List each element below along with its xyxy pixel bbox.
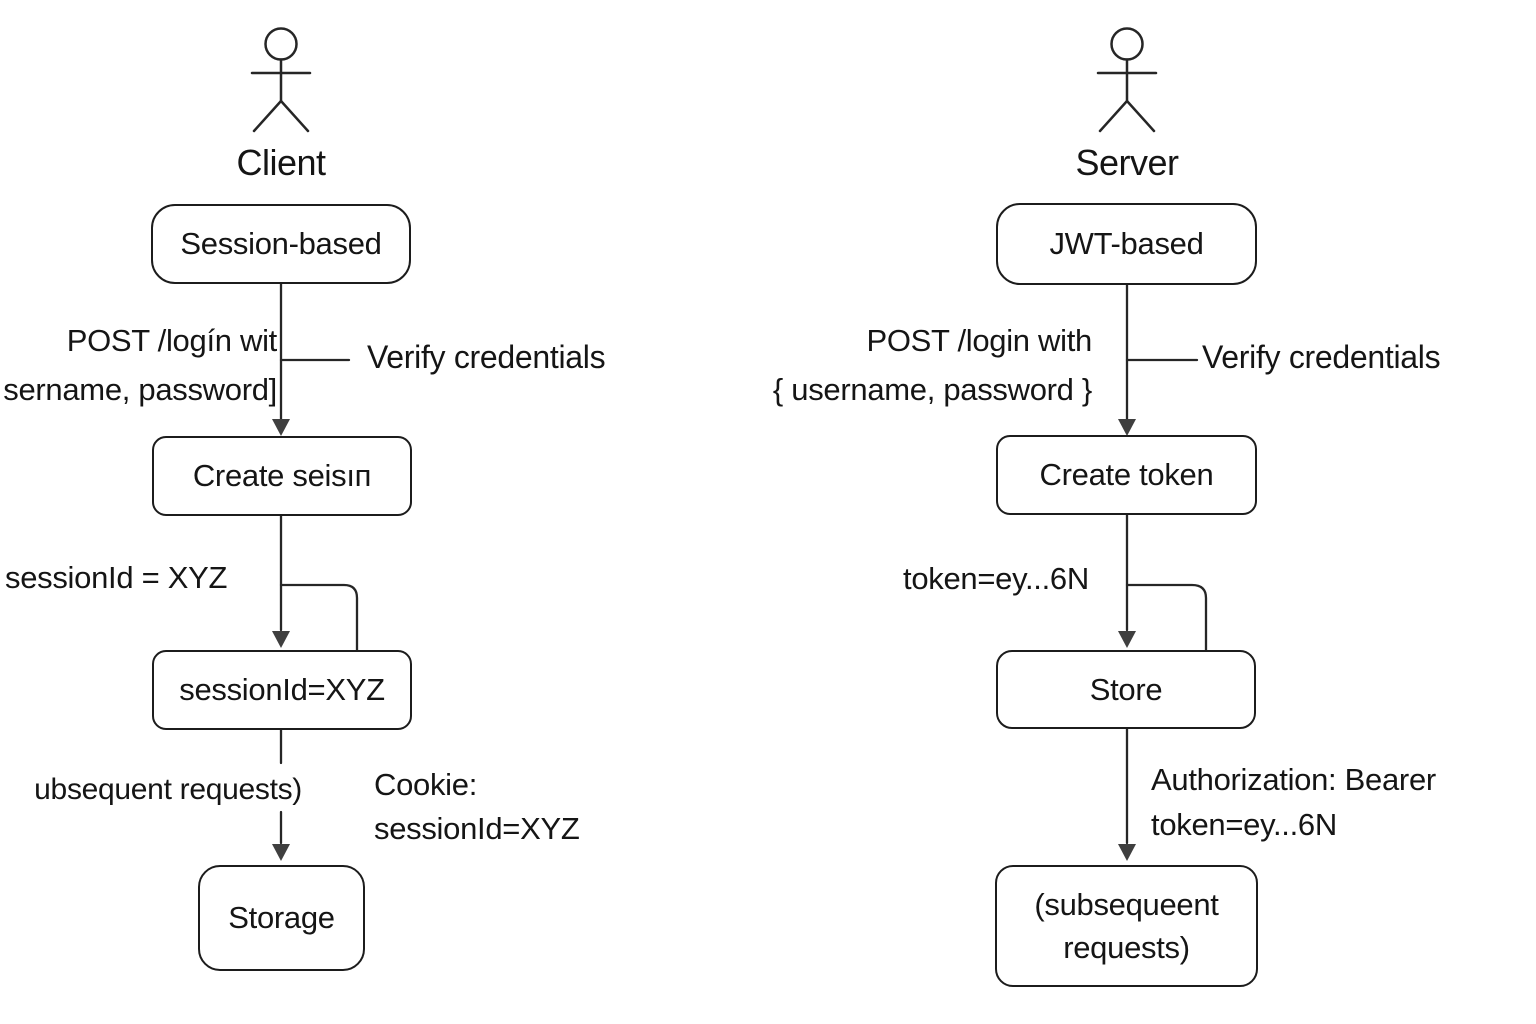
right-post-login-label: POST /login with { username, password } [753, 316, 1092, 414]
server-legs [1098, 99, 1156, 133]
right-token-label: token=ey...6N [903, 561, 1089, 596]
right-verify-credentials-label: Verify credentials [1202, 339, 1441, 375]
client-actor-icon [250, 27, 312, 133]
left-post-login-line-1: POST /logín wit [66, 323, 278, 358]
left-connectors [272, 282, 359, 861]
left-cookie-label: Cookie: sessionId=XYZ [374, 763, 580, 851]
left-arrowhead-1-icon [272, 419, 290, 436]
server-actor-label: Server [1075, 142, 1179, 183]
authorization-line-1: Authorization: Bearer [1151, 762, 1436, 797]
node-subsequent-requests: (subsequeent requests) [995, 865, 1258, 987]
node-storage: Storage [198, 865, 365, 971]
server-actor-icon [1096, 27, 1158, 133]
client-legs [252, 99, 310, 133]
left-branch-line [279, 583, 359, 652]
right-arrowhead-2-icon [1118, 631, 1136, 648]
node-session-based: Session-based [151, 204, 411, 284]
server-head [1110, 27, 1144, 61]
cookie-line-1: Cookie: [374, 767, 478, 802]
right-arrowhead-1-icon [1118, 419, 1136, 436]
authorization-line-2: token=ey...6N [1151, 807, 1337, 842]
node-create-token: Create token [996, 435, 1257, 515]
right-post-login-line-2: { username, password } [772, 372, 1092, 407]
subsequent-line-1: (subsequeent [1034, 887, 1219, 922]
client-actor-label: Client [236, 142, 326, 183]
subsequent-line-2: requests) [1063, 930, 1190, 965]
left-arrowhead-3-icon [272, 844, 290, 861]
node-session-id: sessionId=XYZ [152, 650, 412, 730]
node-store: Store [996, 650, 1256, 729]
node-subsequent-requests-text: (subsequeent requests) [1034, 883, 1219, 969]
right-post-login-line-1: POST /login with [866, 323, 1092, 358]
right-authorization-label: Authorization: Bearer token=ey...6N [1151, 757, 1436, 847]
node-jwt-based: JWT-based [996, 203, 1257, 285]
cookie-line-2: sessionId=XYZ [374, 811, 580, 846]
left-session-id-label: sessionId = XYZ [5, 560, 228, 595]
left-post-login-line-2: sername, password] [3, 372, 277, 407]
left-post-login-label: POST /logín wit sername, password] [0, 316, 277, 414]
left-subsequent-requests-label: ubsequent requests) [34, 773, 302, 806]
left-arrowhead-2-icon [272, 631, 290, 648]
left-verify-credentials-label: Verify credentials [367, 339, 606, 375]
right-connectors [1118, 283, 1208, 861]
node-create-session: Create seisıп [152, 436, 412, 516]
right-arrowhead-3-icon [1118, 844, 1136, 861]
client-head [264, 27, 298, 61]
right-branch-line [1125, 583, 1208, 652]
